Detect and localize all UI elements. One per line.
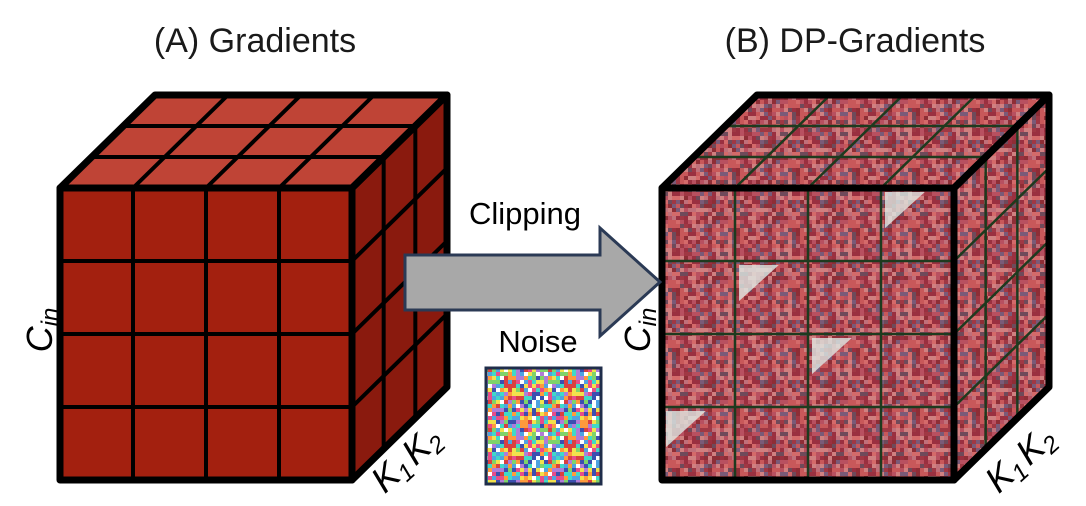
svg-text:Cin: Cin (617, 308, 662, 353)
dp-gradients-cube (658, 91, 1053, 484)
panel-b-title: (B) DP-Gradients (725, 22, 986, 60)
noise-label: Noise (498, 324, 577, 359)
clipped-cell-mark (739, 265, 779, 302)
noise-swatch-icon (484, 366, 603, 486)
svg-text:Cin: Cin (19, 308, 64, 353)
clipping-label: Clipping (469, 196, 581, 231)
panel-a-cin-label: Cin (19, 308, 64, 353)
panel-b-cin-label: Cin (617, 308, 662, 353)
panel-a-title: (A) Gradients (154, 22, 356, 60)
clipped-cell-mark (885, 192, 925, 229)
clipped-cell-mark (666, 411, 706, 448)
gradients-cube (56, 91, 451, 484)
clipped-cell-mark (812, 338, 852, 375)
right-arrow-icon (403, 224, 663, 340)
